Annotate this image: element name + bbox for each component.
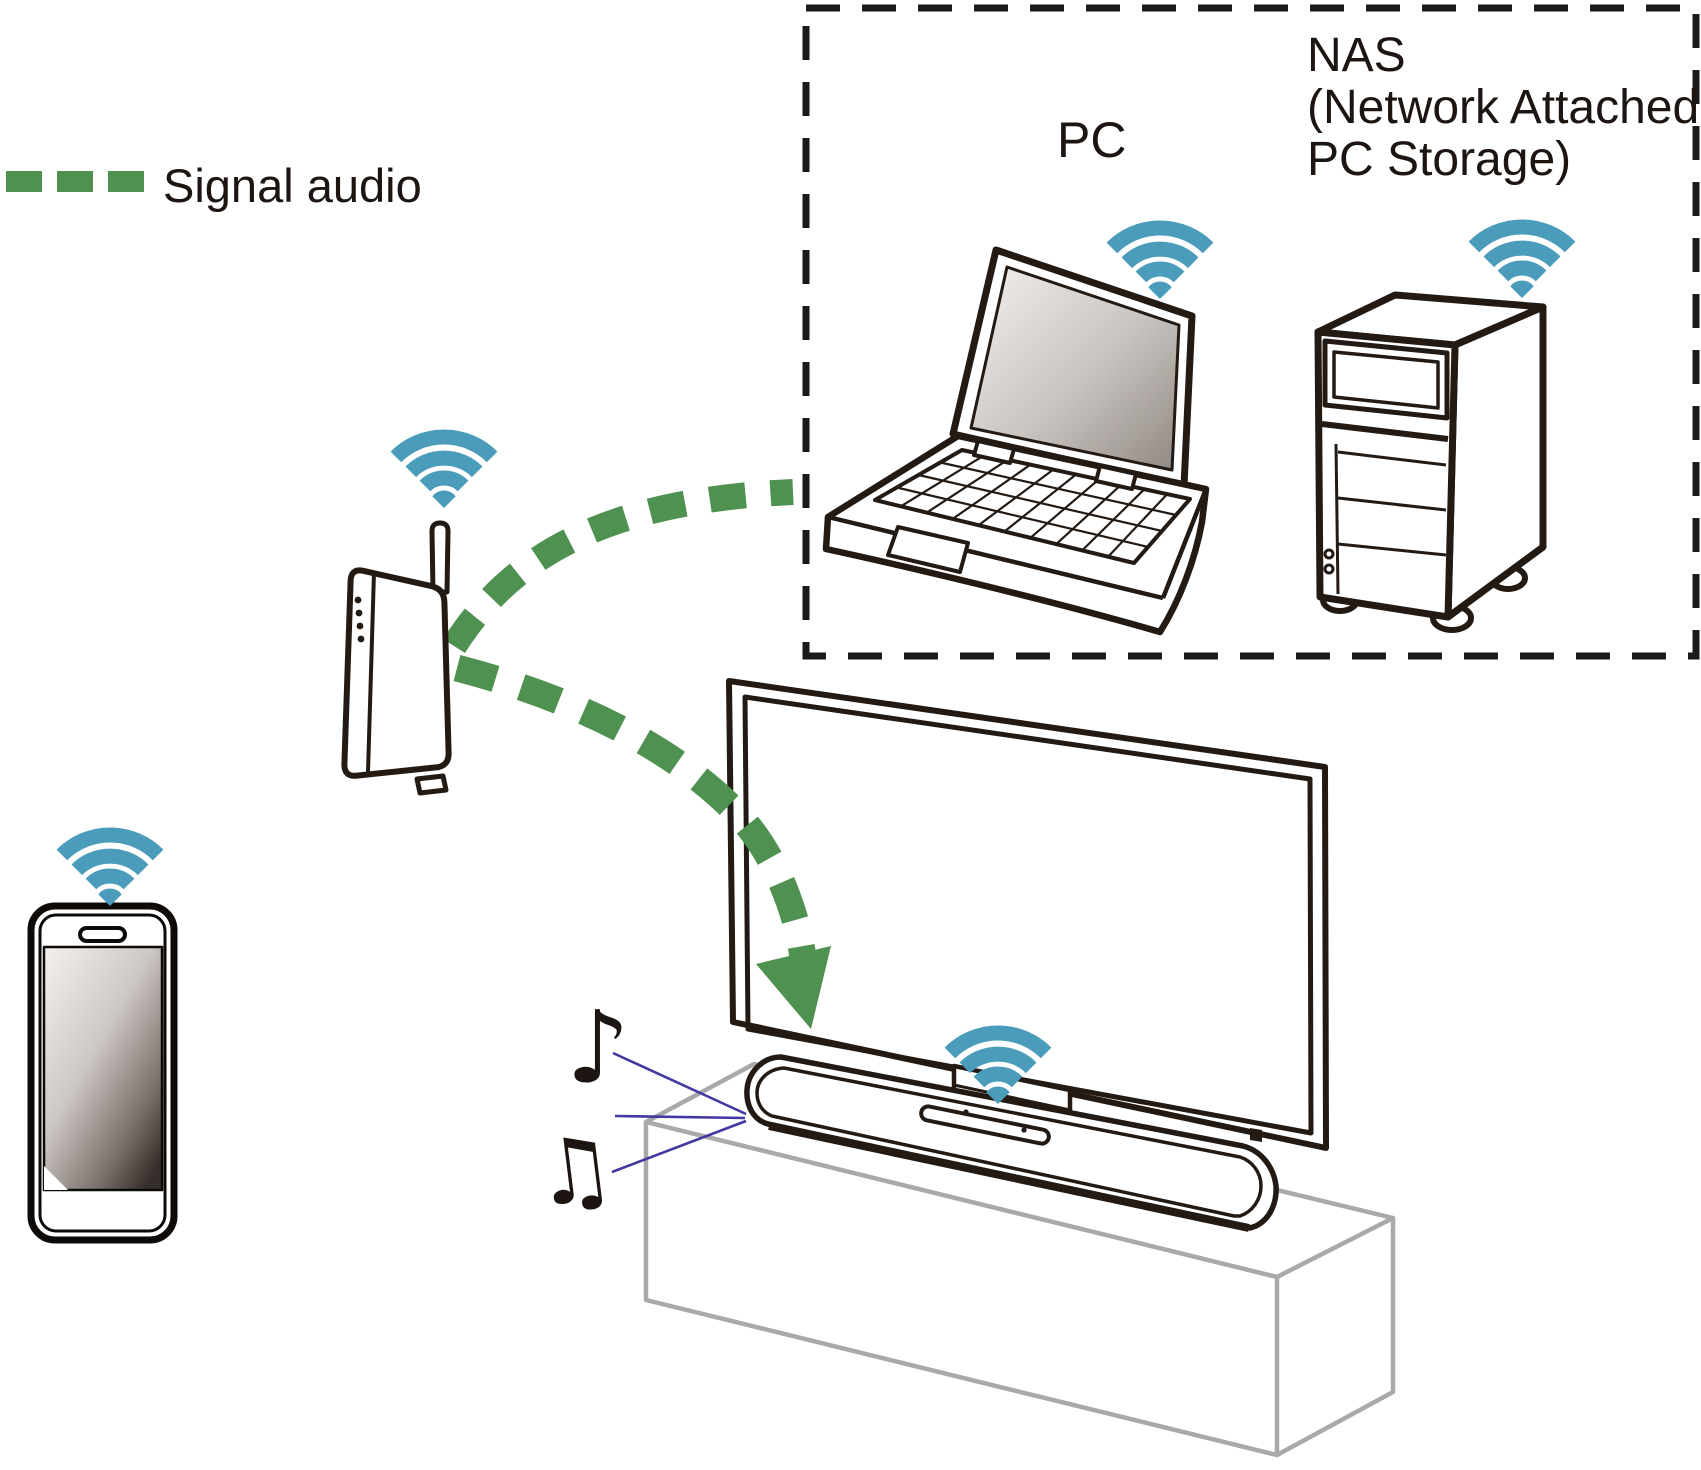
nas-led: [1323, 548, 1335, 560]
tv-illustration: [726, 678, 1329, 1151]
phone-speaker: [78, 926, 127, 943]
wifi-icon: [1112, 228, 1208, 299]
nas-led: [1323, 563, 1335, 575]
legend: Signal audio: [6, 159, 422, 212]
laptop-illustration: [822, 246, 1210, 636]
tv-power-led: [1250, 1128, 1262, 1142]
router-led: [356, 622, 364, 630]
laptop-hinge: [972, 439, 1016, 465]
router-foot: [414, 773, 449, 796]
wifi-icon: [62, 835, 158, 906]
soundbar-illustration: [744, 1054, 1279, 1232]
nas-label-line: NAS: [1307, 29, 1406, 82]
nas-illustration: [1314, 291, 1547, 633]
wifi-icon: [396, 437, 492, 508]
signal-audio-path-upper: [443, 479, 794, 653]
router-antenna: [429, 520, 451, 595]
laptop-key-grid: [896, 453, 1177, 558]
nas-label: NAS (Network Attached PC Storage): [1307, 29, 1699, 186]
music-note-icon: ♫: [528, 1115, 621, 1229]
music-note-icon: ♪: [566, 989, 630, 1106]
soundbar-button: [1021, 1127, 1027, 1133]
legend-dash-swatch: [108, 171, 144, 192]
signal-arrowhead: [756, 946, 831, 1029]
soundbar-button: [963, 1109, 969, 1115]
soundbar-base-shadow: [768, 1122, 1250, 1232]
smartphone-illustration: [27, 902, 178, 1244]
nas-label-line: (Network Attached: [1307, 81, 1699, 134]
network-group-box: [802, 4, 1700, 660]
laptop-trackpad: [886, 525, 970, 574]
pc-label: PC: [1057, 112, 1126, 168]
laptop-screen: [969, 265, 1181, 472]
nas-label-line: PC Storage): [1307, 133, 1571, 186]
phone-screen: [42, 945, 164, 1192]
laptop-hinge: [1094, 464, 1138, 491]
legend-label: Signal audio: [163, 159, 422, 212]
legend-dash-swatch: [6, 171, 42, 192]
soundbar-control-slot: [919, 1104, 1051, 1146]
nas-drive-slots: [1337, 450, 1447, 557]
router-illustration: [341, 520, 452, 796]
router-led: [357, 635, 365, 643]
sound-ray-lines: [611, 1051, 747, 1174]
soundbar-audio-out: ♪ ♫: [528, 989, 747, 1229]
nas-drive-bay: [1322, 338, 1450, 421]
router-led: [354, 596, 362, 604]
router-led: [355, 609, 363, 617]
wifi-icon: [1474, 227, 1570, 298]
legend-dash-swatch: [57, 171, 93, 192]
signal-audio-path-lower: [453, 654, 817, 960]
